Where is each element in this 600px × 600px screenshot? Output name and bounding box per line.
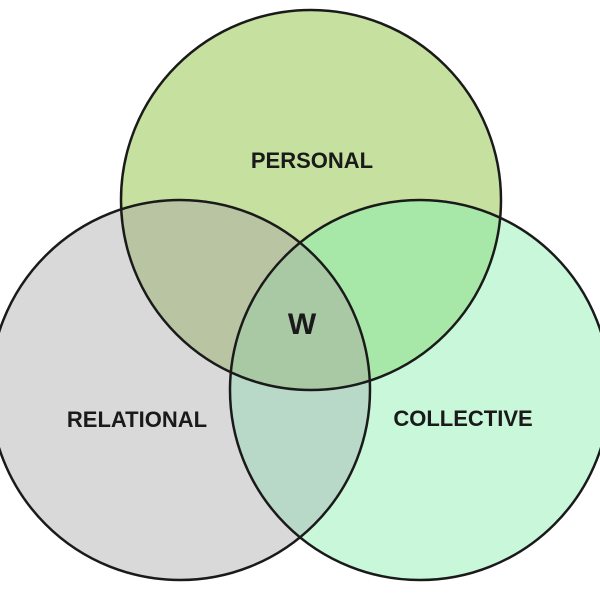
relational-outline: [0, 198, 372, 582]
personal-label: PERSONAL: [251, 148, 373, 173]
relational-label: RELATIONAL: [67, 407, 207, 432]
center-overlap: [230, 200, 370, 390]
collective-label: COLLECTIVE: [393, 406, 532, 431]
personal-outline: [119, 8, 503, 392]
center-label: W: [288, 308, 317, 341]
collective-outline: [228, 198, 600, 582]
